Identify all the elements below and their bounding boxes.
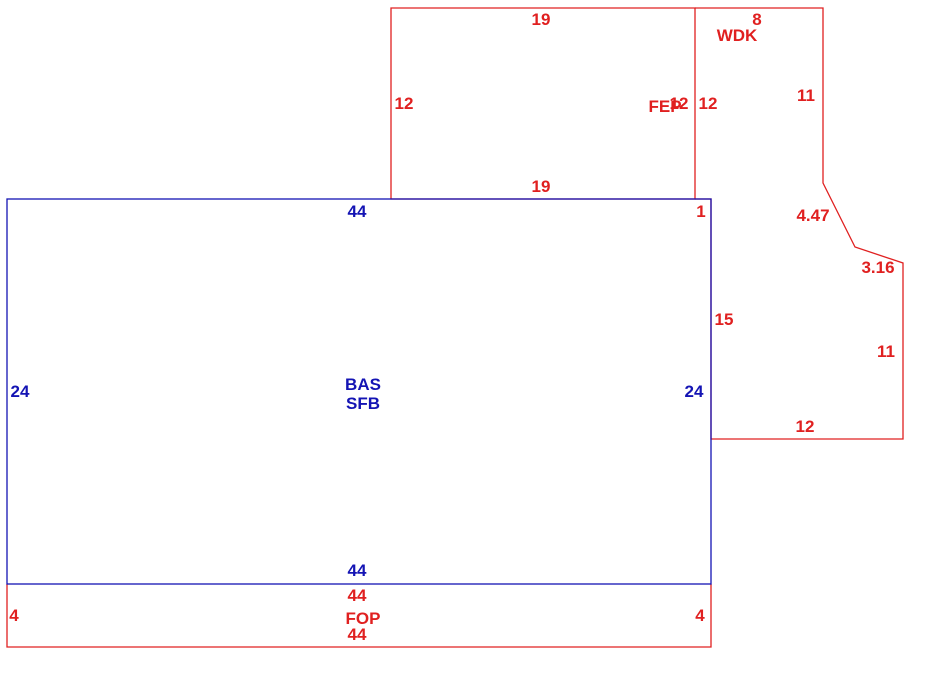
wdk-notch-dimension: 1 [696, 202, 705, 221]
wdk-left-lower-dimension: 15 [715, 310, 734, 329]
fop-area [6, 584, 712, 648]
fep-top-dimension: 19 [532, 10, 551, 29]
fop-outline [6, 584, 712, 648]
bas-outline [6, 198, 712, 585]
bas-left-dimension: 24 [11, 382, 30, 401]
sfb-area-label: SFB [346, 394, 380, 413]
wdk-diagonal-1-dimension: 4.47 [796, 206, 829, 225]
bas-area [6, 198, 712, 585]
fep-right-dimension: 12 [670, 94, 689, 113]
wdk-area-label: WDK [717, 26, 758, 45]
fep-area-label: FEP [648, 97, 681, 116]
bas-right-dimension: 24 [685, 382, 704, 401]
fep-left-dimension: 12 [395, 94, 414, 113]
wdk-diagonal-2-dimension: 3.16 [861, 258, 894, 277]
fop-left-dimension: 4 [9, 606, 19, 625]
wdk-right-lower-dimension: 11 [877, 342, 895, 361]
wdk-bottom-dimension: 12 [796, 417, 815, 436]
fep-bottom-dimension: 19 [532, 177, 551, 196]
wdk-right-upper-dimension: 11 [797, 86, 815, 105]
fop-bottom-dimension: 44 [348, 625, 367, 644]
wdk-top-dimension: 8 [752, 10, 761, 29]
bas-area-label: BAS [345, 375, 381, 394]
bas-top-dimension: 44 [348, 202, 367, 221]
fop-top-dimension: 44 [348, 586, 367, 605]
fop-area-label: FOP [346, 609, 381, 628]
wdk-left-upper-dimension: 12 [699, 94, 718, 113]
fop-right-dimension: 4 [695, 606, 705, 625]
bas-bottom-dimension: 44 [348, 561, 367, 580]
